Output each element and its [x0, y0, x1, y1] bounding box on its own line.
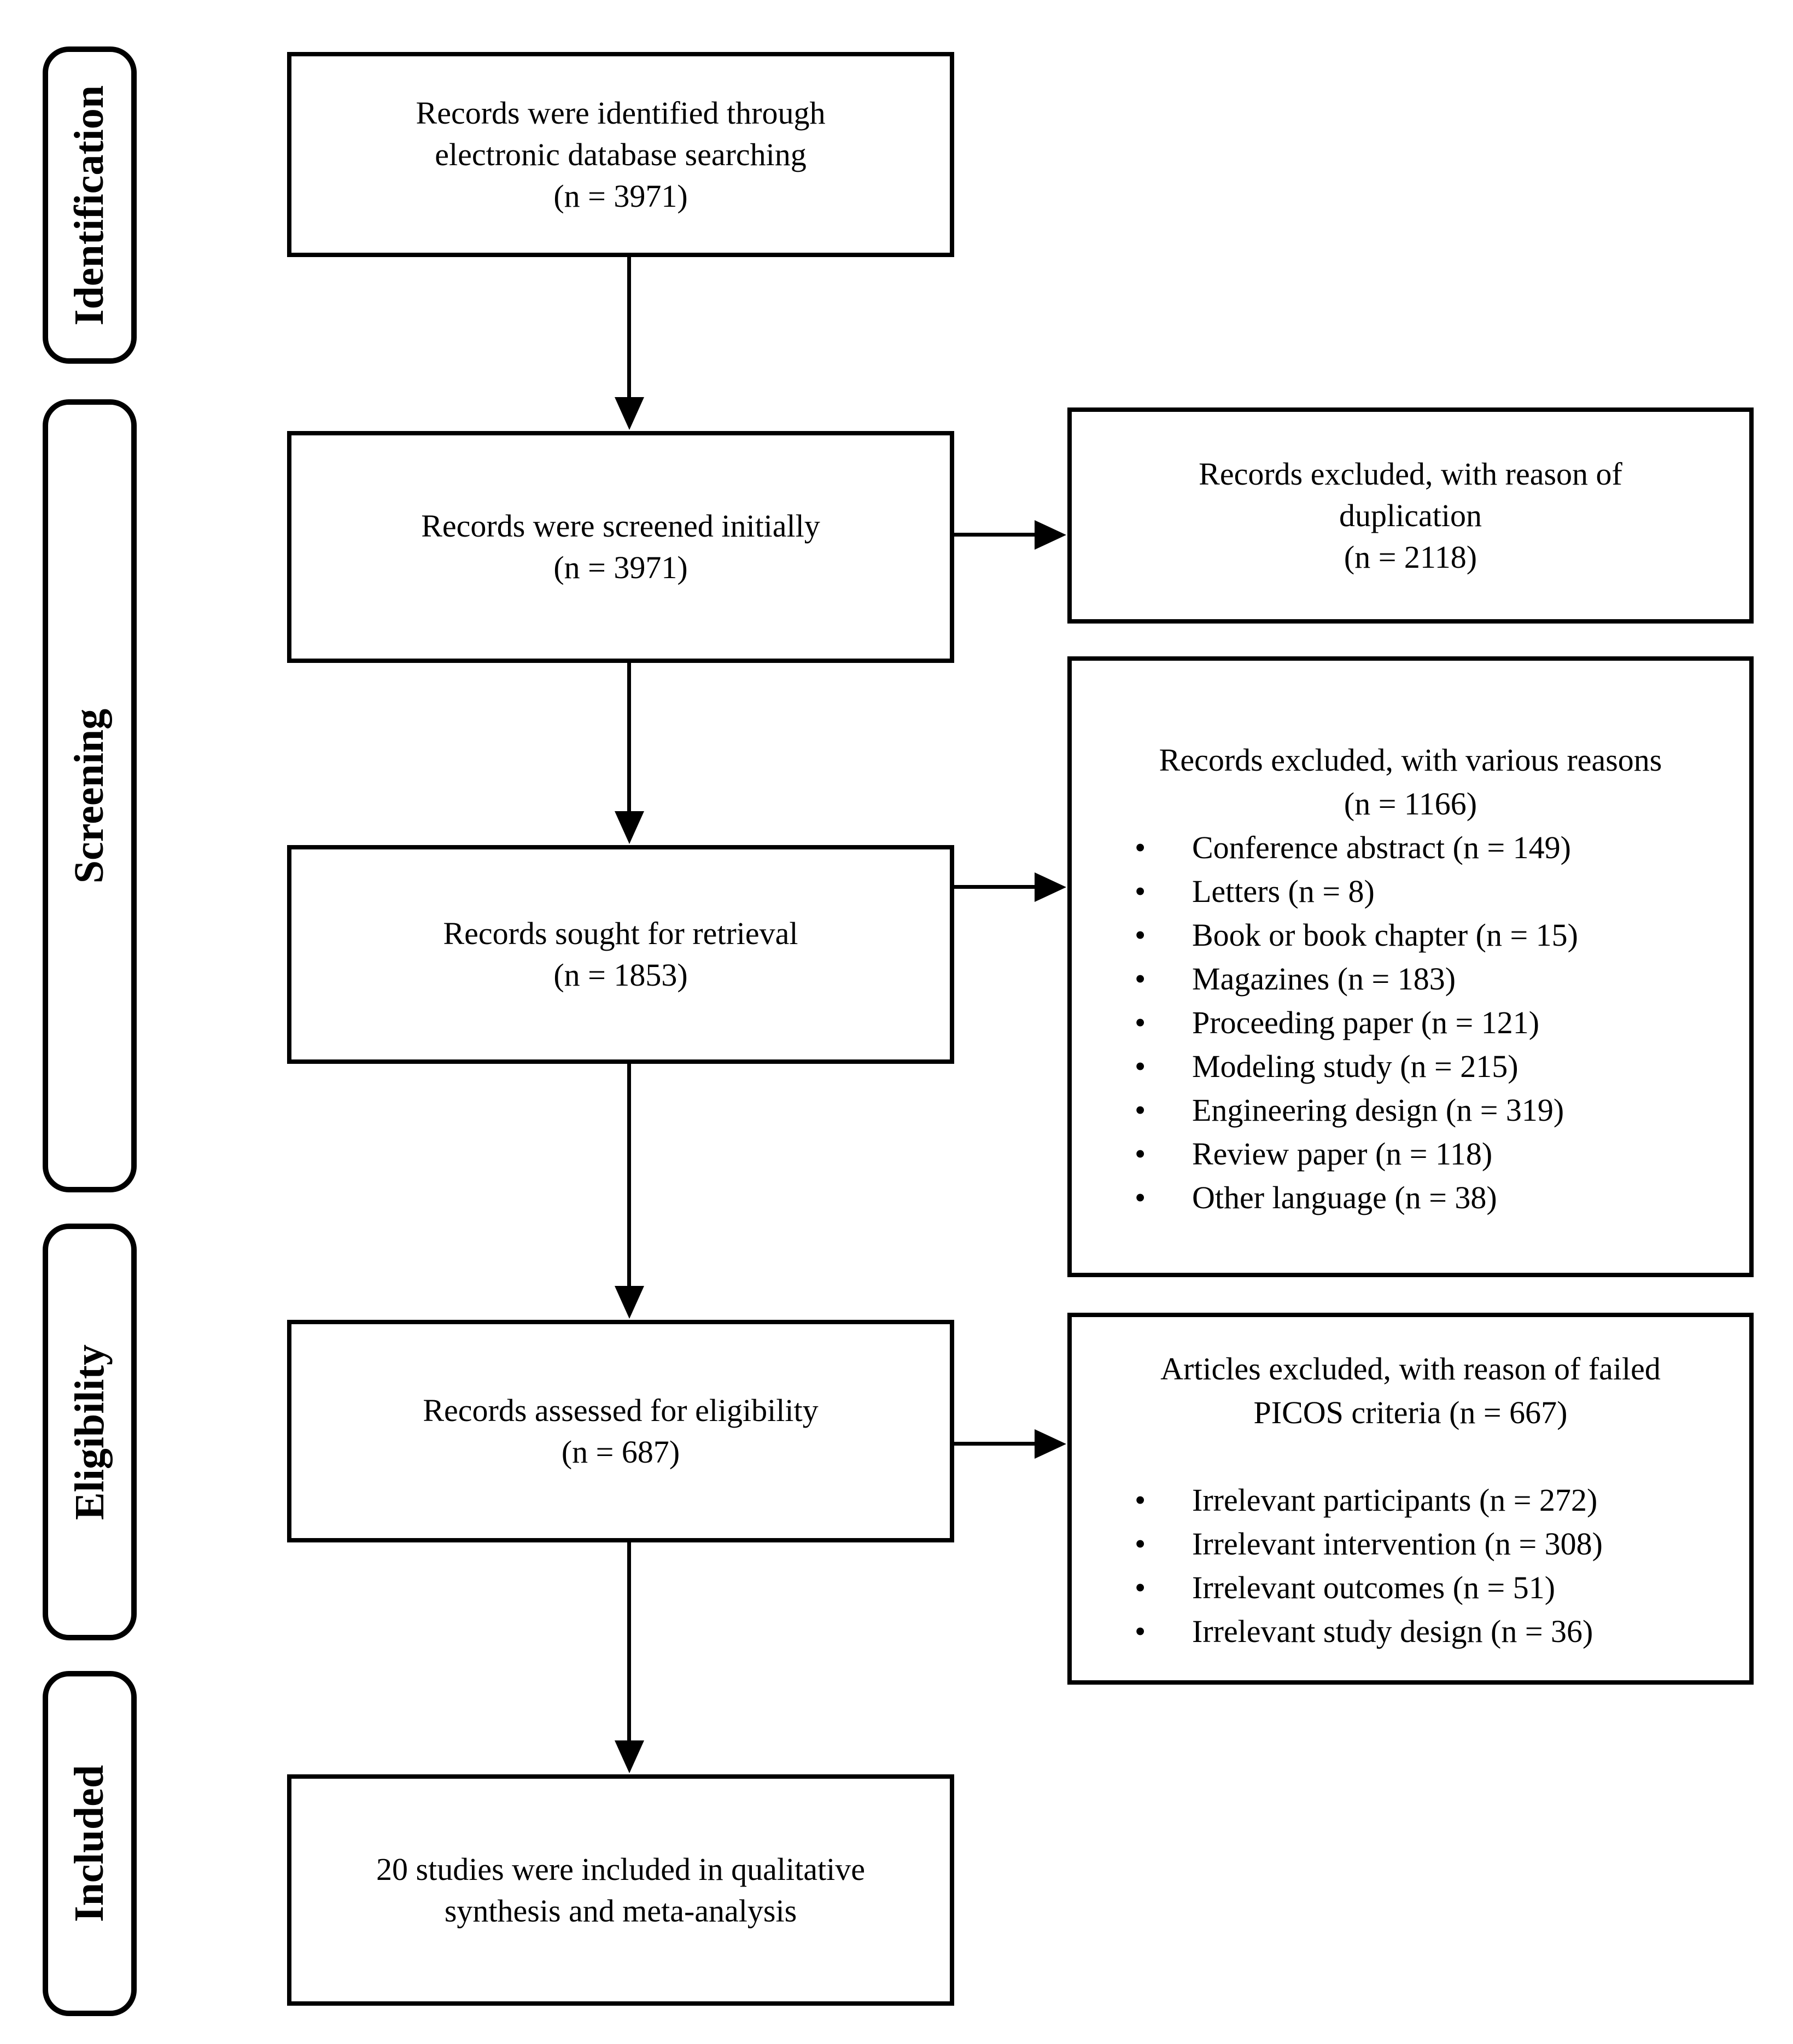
exclusion-reason-item: Irrelevant intervention (n = 308) — [1088, 1522, 1733, 1566]
box-records-sought-line1: Records sought for retrieval — [443, 916, 798, 951]
exclusion-reason-item: Other language (n = 38) — [1088, 1176, 1733, 1220]
exclusion-reason-item: Irrelevant study design (n = 36) — [1088, 1610, 1733, 1653]
arrow-assessed-to-included — [627, 1542, 631, 1742]
stage-included-label: Included — [66, 1765, 113, 1923]
exclusion-reason-item: Proceeding paper (n = 121) — [1088, 1001, 1733, 1045]
box-records-identified-line2: electronic database searching — [435, 136, 807, 172]
box-excluded-duplication: Records excluded, with reason of duplica… — [1067, 407, 1754, 624]
excluded-various-reasons-header: Records excluded, with various reasons (… — [1088, 738, 1733, 826]
box-records-sought: Records sought for retrieval (n = 1853) — [287, 845, 954, 1064]
box-studies-included: 20 studies were included in qualitative … — [287, 1774, 954, 2006]
excluded-picos-header-line1: Articles excluded, with reason of failed — [1160, 1351, 1661, 1387]
box-records-assessed: Records assessed for eligibility (n = 68… — [287, 1320, 954, 1542]
box-records-identified: Records were identified through electron… — [287, 52, 954, 257]
box-records-sought-count: (n = 1853) — [553, 957, 688, 993]
box-records-screened: Records were screened initially (n = 397… — [287, 431, 954, 663]
box-excluded-duplication-line2: duplication — [1339, 497, 1482, 533]
box-records-identified-count: (n = 3971) — [553, 178, 688, 214]
excluded-various-reasons-list: Conference abstract (n = 149) Letters (n… — [1088, 826, 1733, 1220]
box-records-assessed-count: (n = 687) — [561, 1434, 680, 1470]
arrow-sought-to-reasons-excluded — [954, 885, 1036, 889]
box-excluded-duplication-count: (n = 2118) — [1344, 539, 1477, 575]
excluded-picos-header-line2: PICOS criteria (n = 667) — [1253, 1395, 1568, 1430]
exclusion-reason-item: Irrelevant participants (n = 272) — [1088, 1478, 1733, 1522]
exclusion-reason-item: Engineering design (n = 319) — [1088, 1088, 1733, 1132]
exclusion-reason-item: Magazines (n = 183) — [1088, 957, 1733, 1001]
arrow-screened-to-duplication-excluded — [954, 533, 1036, 537]
stage-identification-label: Identification — [66, 85, 113, 325]
stage-identification: Identification — [43, 46, 137, 364]
stage-eligibility-label: Eligibility — [66, 1344, 113, 1520]
excluded-various-reasons-header-count: (n = 1166) — [1344, 786, 1477, 822]
stage-screening-label: Screening — [66, 708, 113, 883]
arrow-screened-to-sought — [627, 663, 631, 812]
exclusion-reason-item: Letters (n = 8) — [1088, 870, 1733, 913]
stage-eligibility: Eligibility — [43, 1224, 137, 1640]
exclusion-reason-item: Modeling study (n = 215) — [1088, 1045, 1733, 1088]
box-studies-included-line1: 20 studies were included in qualitative — [376, 1851, 865, 1887]
exclusion-reason-item: Conference abstract (n = 149) — [1088, 826, 1733, 870]
arrow-assessed-to-picos-excluded — [954, 1442, 1036, 1446]
arrow-identified-to-screened — [627, 257, 631, 398]
box-excluded-duplication-line1: Records excluded, with reason of — [1199, 456, 1622, 492]
box-records-identified-line1: Records were identified through — [416, 95, 826, 131]
box-records-screened-line1: Records were screened initially — [421, 508, 820, 544]
excluded-picos-list: Irrelevant participants (n = 272) Irrele… — [1088, 1478, 1733, 1653]
box-studies-included-line2: synthesis and meta-analysis — [444, 1892, 797, 1929]
excluded-various-reasons-header-line1: Records excluded, with various reasons — [1159, 742, 1662, 778]
box-records-assessed-line1: Records assessed for eligibility — [423, 1392, 819, 1428]
box-records-screened-count: (n = 3971) — [553, 550, 688, 585]
exclusion-reason-item: Review paper (n = 118) — [1088, 1132, 1733, 1176]
stage-screening: Screening — [43, 399, 137, 1192]
box-excluded-various-reasons: Records excluded, with various reasons (… — [1067, 656, 1754, 1277]
exclusion-reason-item: Book or book chapter (n = 15) — [1088, 913, 1733, 957]
arrow-sought-to-assessed — [627, 1064, 631, 1287]
exclusion-reason-item: Irrelevant outcomes (n = 51) — [1088, 1566, 1733, 1610]
stage-included: Included — [43, 1671, 137, 2016]
box-excluded-picos: Articles excluded, with reason of failed… — [1067, 1313, 1754, 1685]
excluded-picos-header: Articles excluded, with reason of failed… — [1088, 1347, 1733, 1435]
